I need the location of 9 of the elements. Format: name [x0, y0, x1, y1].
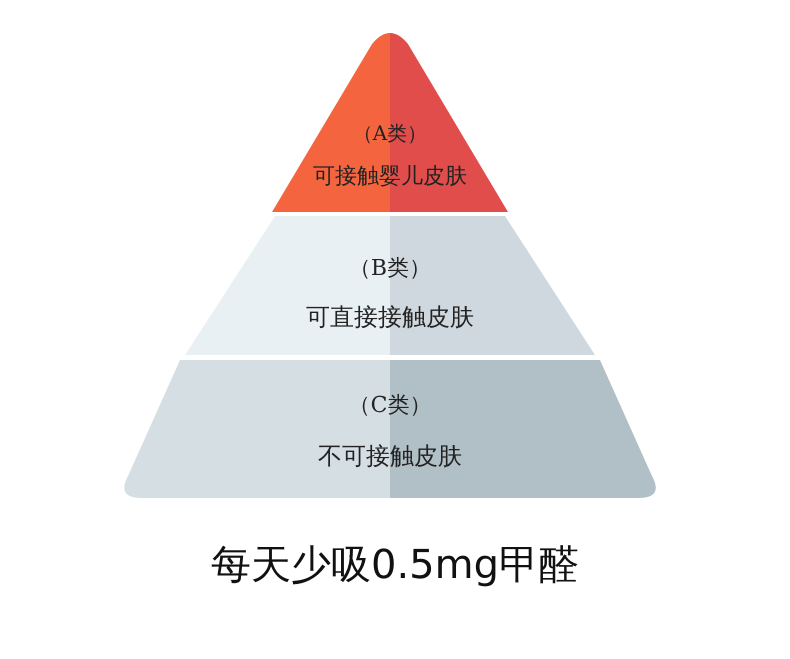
- tier-label: （C类）: [348, 395, 432, 417]
- tier-description: 可直接接触皮肤: [306, 305, 474, 329]
- pyramid-tier: [272, 30, 508, 212]
- pyramid-tier: [185, 216, 595, 355]
- tier-label: （A类）: [352, 123, 428, 143]
- tier-label: （B类）: [348, 258, 432, 280]
- tier-description: 可接触婴儿皮肤: [313, 166, 467, 188]
- caption: 每天少吸0.5mg甲醛: [211, 545, 579, 585]
- tier-description: 不可接触皮肤: [318, 444, 462, 468]
